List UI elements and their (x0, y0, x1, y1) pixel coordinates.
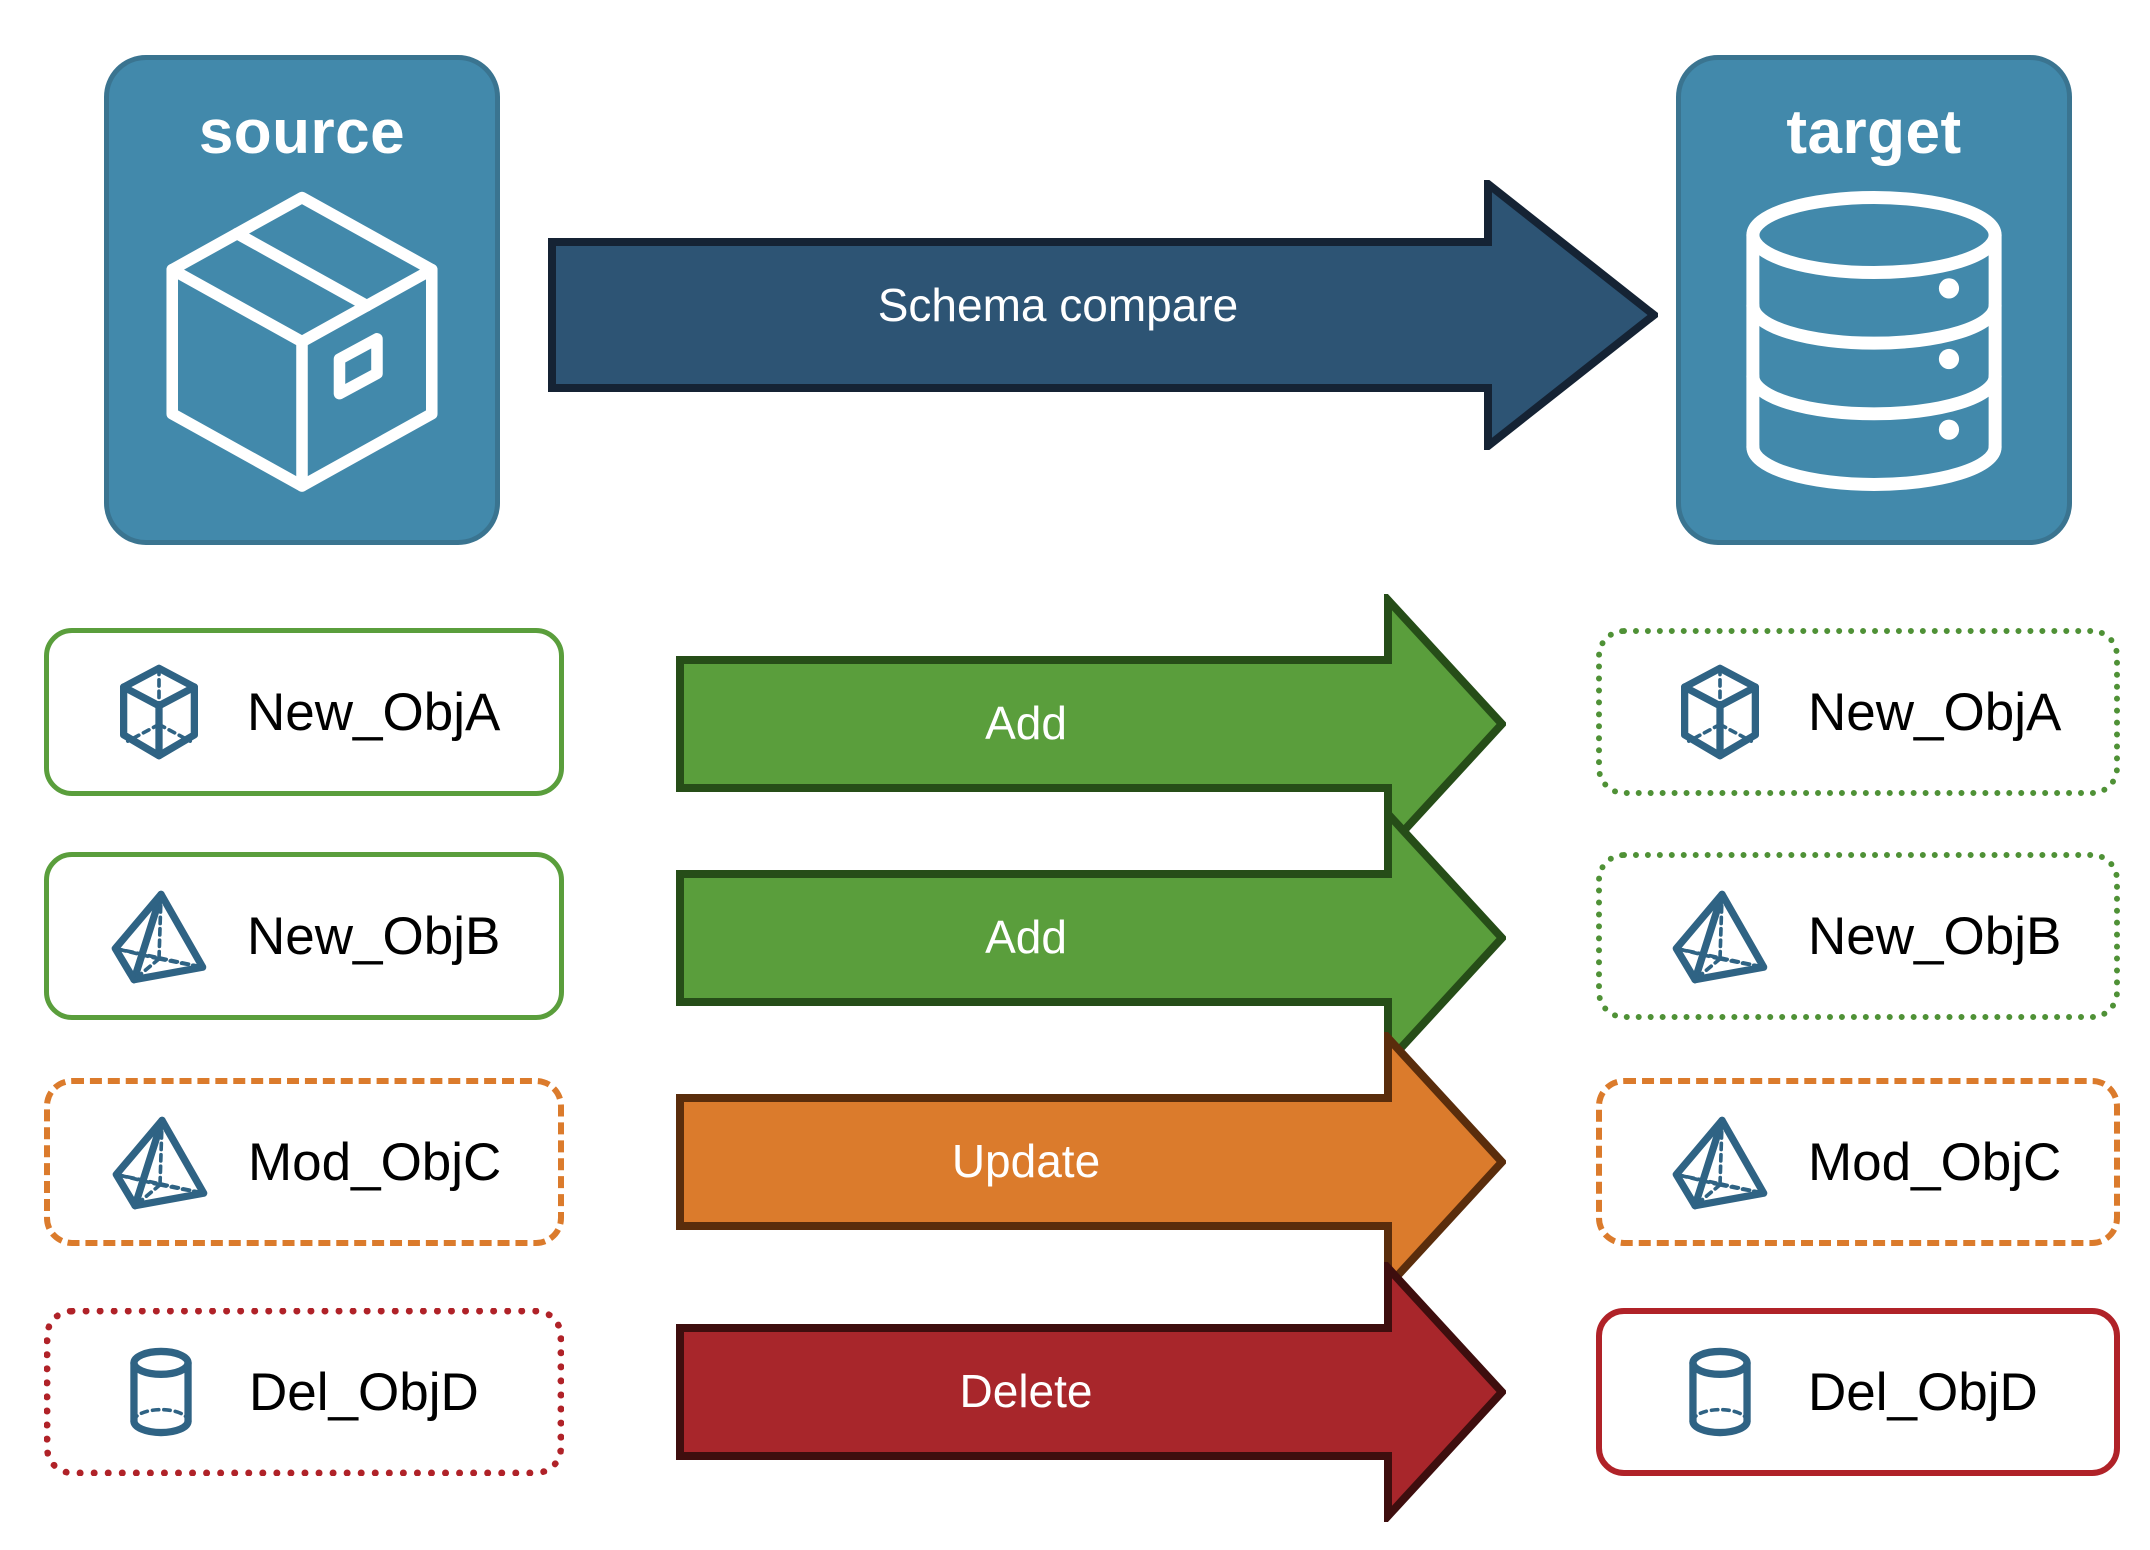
source-title: source (198, 98, 406, 167)
target-object-box-4[interactable]: Del_ObjD (1596, 1308, 2120, 1476)
action-arrow-add-1 (676, 594, 1506, 854)
target-object-box-1[interactable]: New_ObjA (1596, 628, 2120, 796)
target-object-label-2: New_ObjB (1808, 906, 2062, 966)
wireframe-cube-icon (107, 660, 211, 764)
source-object-box-3[interactable]: Mod_ObjC (44, 1078, 564, 1246)
source-object-box-2[interactable]: New_ObjB (44, 852, 564, 1020)
source-panel: source (104, 55, 500, 545)
schema-compare-arrow (548, 180, 1658, 450)
wireframe-pyramid-icon (1668, 884, 1772, 988)
package-box-icon (157, 186, 447, 496)
source-object-box-4[interactable]: Del_ObjD (44, 1308, 564, 1476)
action-arrow-delete (676, 1262, 1506, 1522)
source-object-box-1[interactable]: New_ObjA (44, 628, 564, 796)
wireframe-pyramid-icon (107, 884, 211, 988)
target-object-label-1: New_ObjA (1808, 682, 2062, 742)
target-object-label-4: Del_ObjD (1808, 1362, 2038, 1422)
target-object-box-2[interactable]: New_ObjB (1596, 852, 2120, 1020)
source-object-label-4: Del_ObjD (249, 1362, 479, 1422)
database-cylinder-icon (1729, 186, 2019, 496)
target-object-label-3: Mod_ObjC (1808, 1132, 2062, 1192)
wireframe-cylinder-icon (109, 1340, 213, 1444)
target-panel: target (1676, 55, 2072, 545)
action-arrow-update (676, 1032, 1506, 1292)
source-object-label-2: New_ObjB (247, 906, 501, 966)
wireframe-cylinder-icon (1668, 1340, 1772, 1444)
source-object-label-3: Mod_ObjC (248, 1132, 502, 1192)
target-object-box-3[interactable]: Mod_ObjC (1596, 1078, 2120, 1246)
action-arrow-add-2 (676, 808, 1506, 1068)
source-object-label-1: New_ObjA (247, 682, 501, 742)
wireframe-pyramid-icon (1668, 1110, 1772, 1214)
target-title: target (1786, 98, 1962, 167)
wireframe-pyramid-icon (108, 1110, 212, 1214)
wireframe-cube-icon (1668, 660, 1772, 764)
